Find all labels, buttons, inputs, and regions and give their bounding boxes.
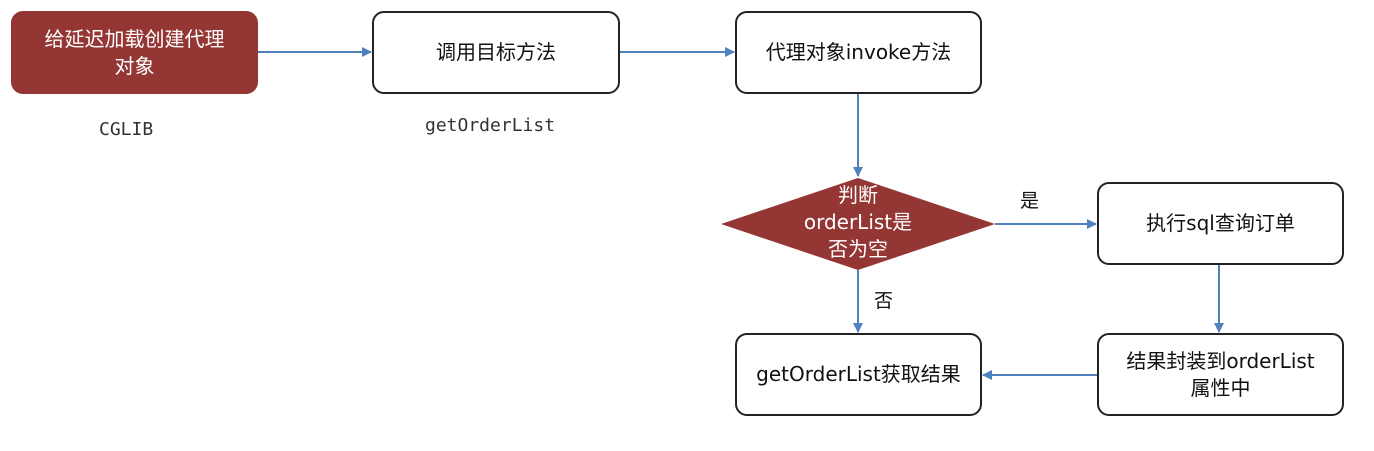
- decision-label-line3: 否为空: [828, 237, 888, 261]
- decision-label-line2: orderList是: [803, 210, 913, 234]
- node-get-result[interactable]: getOrderList获取结果: [735, 333, 982, 416]
- node-proxy-invoke-label: 代理对象invoke方法: [765, 40, 952, 64]
- node-wrap-result-line1: 结果封装到orderList: [1126, 348, 1315, 373]
- edge-label-no: 否: [874, 290, 894, 312]
- decision-label-line1: 判断: [838, 183, 878, 207]
- node-create-proxy[interactable]: 给延迟加载创建代理 对象: [11, 11, 258, 94]
- node-proxy-invoke[interactable]: 代理对象invoke方法: [735, 11, 982, 94]
- node-call-method[interactable]: 调用目标方法: [372, 11, 620, 94]
- node-call-method-label: 调用目标方法: [436, 40, 556, 64]
- node-wrap-result-line2: 属性中: [1190, 375, 1251, 400]
- node-get-result-label: getOrderList获取结果: [756, 362, 961, 386]
- decision-label: 判断 orderList是 否为空: [778, 182, 938, 263]
- annotation-cglib: CGLIB: [99, 119, 154, 140]
- node-exec-sql-label: 执行sql查询订单: [1146, 211, 1295, 235]
- edge-label-yes: 是: [1020, 190, 1040, 212]
- node-create-proxy-line1: 给延迟加载创建代理: [44, 26, 225, 51]
- annotation-get-order-list: getOrderList: [425, 115, 556, 136]
- decision-diamond[interactable]: [721, 178, 995, 270]
- node-create-proxy-line2: 对象: [114, 53, 155, 78]
- node-exec-sql[interactable]: 执行sql查询订单: [1097, 182, 1344, 265]
- node-wrap-result[interactable]: 结果封装到orderList 属性中: [1097, 333, 1344, 416]
